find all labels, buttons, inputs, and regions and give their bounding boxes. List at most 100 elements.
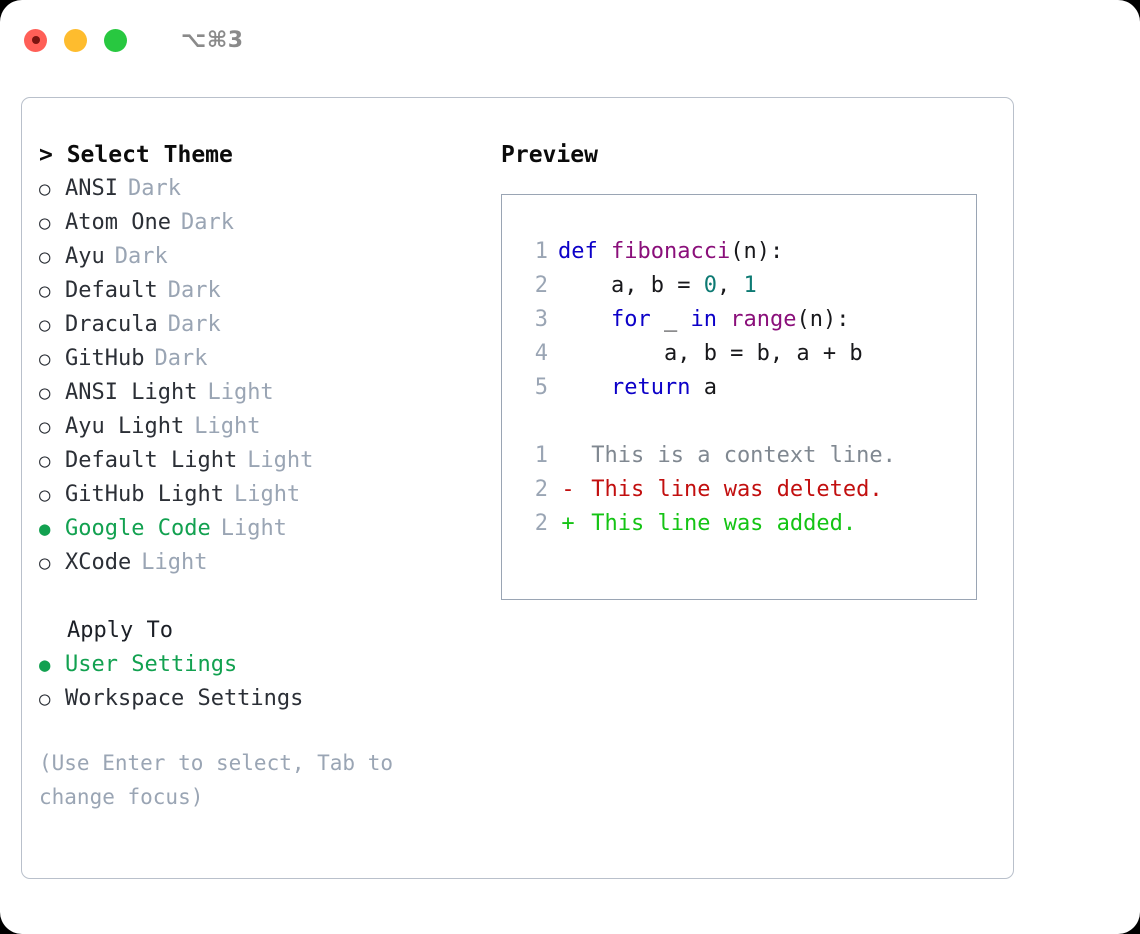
- code-line: 3 for _ in range(n):: [518, 303, 976, 337]
- code-line-number: 2: [534, 273, 548, 298]
- code-token-plain: ,: [716, 273, 744, 298]
- close-icon: [31, 36, 40, 44]
- close-button[interactable]: [24, 28, 47, 52]
- code-token-fn: fibonacci: [610, 239, 731, 264]
- code-line: 5 return a: [518, 371, 976, 405]
- code-token-num: 0: [703, 273, 717, 298]
- radio-unselected-icon: ○: [39, 212, 51, 234]
- radio-selected-icon: ●: [39, 654, 51, 676]
- code-line-text: a, b = b, a + b: [548, 337, 863, 371]
- radio-unselected-icon: ○: [39, 348, 51, 370]
- theme-option-9[interactable]: ○ GitHub Light Light: [39, 478, 479, 512]
- code-line-text: a, b = 0, 1: [548, 269, 757, 303]
- theme-option-3[interactable]: ○ Default Dark: [39, 274, 479, 308]
- diff-line: 2+ This line was added.: [518, 507, 976, 541]
- theme-option-2[interactable]: ○ Ayu Dark: [39, 240, 479, 274]
- code-token-plain: (n):: [730, 239, 784, 264]
- apply-to-title: Apply To: [67, 618, 173, 643]
- radio-unselected-icon: ○: [39, 246, 51, 268]
- code-token-plain: _: [650, 307, 691, 332]
- theme-option-label: Ayu Light: [65, 414, 185, 439]
- preview-title: Preview: [501, 142, 598, 168]
- theme-option-label: Atom One: [65, 210, 171, 235]
- radio-unselected-icon: ○: [39, 382, 51, 404]
- code-line: 2 a, b = 0, 1: [518, 269, 976, 303]
- diff-sign-add: +: [561, 511, 575, 536]
- theme-option-variant: Light: [233, 482, 301, 507]
- theme-option-label: Ayu: [65, 244, 105, 269]
- radio-unselected-icon: ○: [39, 178, 51, 200]
- apply-to-list: ● User Settings ○ Workspace Settings: [39, 648, 479, 716]
- apply-to-option-1[interactable]: ○ Workspace Settings: [39, 682, 479, 716]
- theme-option-variant: Light: [220, 516, 287, 541]
- theme-option-label: GitHub Light: [65, 482, 224, 507]
- theme-option-variant: Dark: [180, 210, 234, 235]
- code-token-kw: return: [610, 375, 691, 400]
- code-line-text: return a: [548, 371, 717, 405]
- diff-line-body: This is a context line.: [548, 439, 896, 473]
- radio-unselected-icon: ○: [39, 484, 51, 506]
- zoom-button[interactable]: [104, 28, 127, 52]
- radio-selected-icon: ●: [39, 518, 51, 540]
- theme-picker-title: > Select Theme: [39, 142, 233, 168]
- diff-line: 1 This is a context line.: [518, 439, 976, 473]
- theme-option-label: ANSI Light: [65, 380, 198, 405]
- theme-option-variant: Dark: [167, 278, 221, 303]
- apply-to-option-0[interactable]: ● User Settings: [39, 648, 479, 682]
- theme-option-label: Default: [65, 278, 158, 303]
- theme-option-label: XCode: [65, 550, 132, 575]
- list-spacer: [39, 580, 479, 614]
- code-line-number: 5: [534, 375, 548, 400]
- theme-option-1[interactable]: ○ Atom One Dark: [39, 206, 479, 240]
- code-token-kw: for: [610, 307, 651, 332]
- diff-line-text: This line was deleted.: [578, 477, 883, 502]
- code-token-plain: [558, 307, 611, 332]
- radio-unselected-icon: ○: [39, 688, 51, 710]
- radio-unselected-icon: ○: [39, 280, 51, 302]
- diff-line-body: + This line was added.: [548, 507, 856, 541]
- apply-to-option-label: Workspace Settings: [65, 686, 304, 711]
- code-token-plain: [717, 307, 730, 332]
- apply-to-option-label: User Settings: [65, 652, 238, 677]
- theme-option-variant: Light: [194, 414, 261, 439]
- diff-sample: 1 This is a context line.2- This line wa…: [518, 439, 976, 541]
- code-line-number: 4: [534, 341, 548, 366]
- code-line-text: for _ in range(n):: [548, 303, 849, 337]
- keyboard-shortcut-label: ⌥⌘3: [181, 27, 244, 53]
- radio-unselected-icon: ○: [39, 450, 51, 472]
- code-token-plain: (n):: [796, 307, 850, 332]
- code-line-text: def fibonacci(n):: [548, 235, 783, 269]
- diff-line-number: 1: [534, 443, 548, 468]
- minimize-button[interactable]: [64, 28, 87, 52]
- theme-option-label: GitHub: [65, 346, 145, 371]
- radio-unselected-icon: ○: [39, 314, 51, 336]
- diff-sign-ctx: [558, 439, 578, 473]
- code-token-fn: range: [730, 307, 797, 332]
- diff-line-number: 2: [534, 477, 548, 502]
- code-token-plain: a, b =: [558, 273, 704, 298]
- code-line-number: 1: [534, 239, 548, 264]
- window-controls: [24, 28, 127, 52]
- theme-option-variant: Light: [247, 448, 314, 473]
- diff-line: 2- This line was deleted.: [518, 473, 976, 507]
- diff-line-text: This is a context line.: [578, 443, 896, 468]
- code-token-num: 1: [743, 273, 757, 298]
- diff-line-text: This line was added.: [578, 511, 857, 536]
- code-token-plain: [558, 375, 611, 400]
- code-line: 4 a, b = b, a + b: [518, 337, 976, 371]
- theme-option-variant: Dark: [114, 244, 168, 269]
- theme-option-variant: Dark: [167, 312, 221, 337]
